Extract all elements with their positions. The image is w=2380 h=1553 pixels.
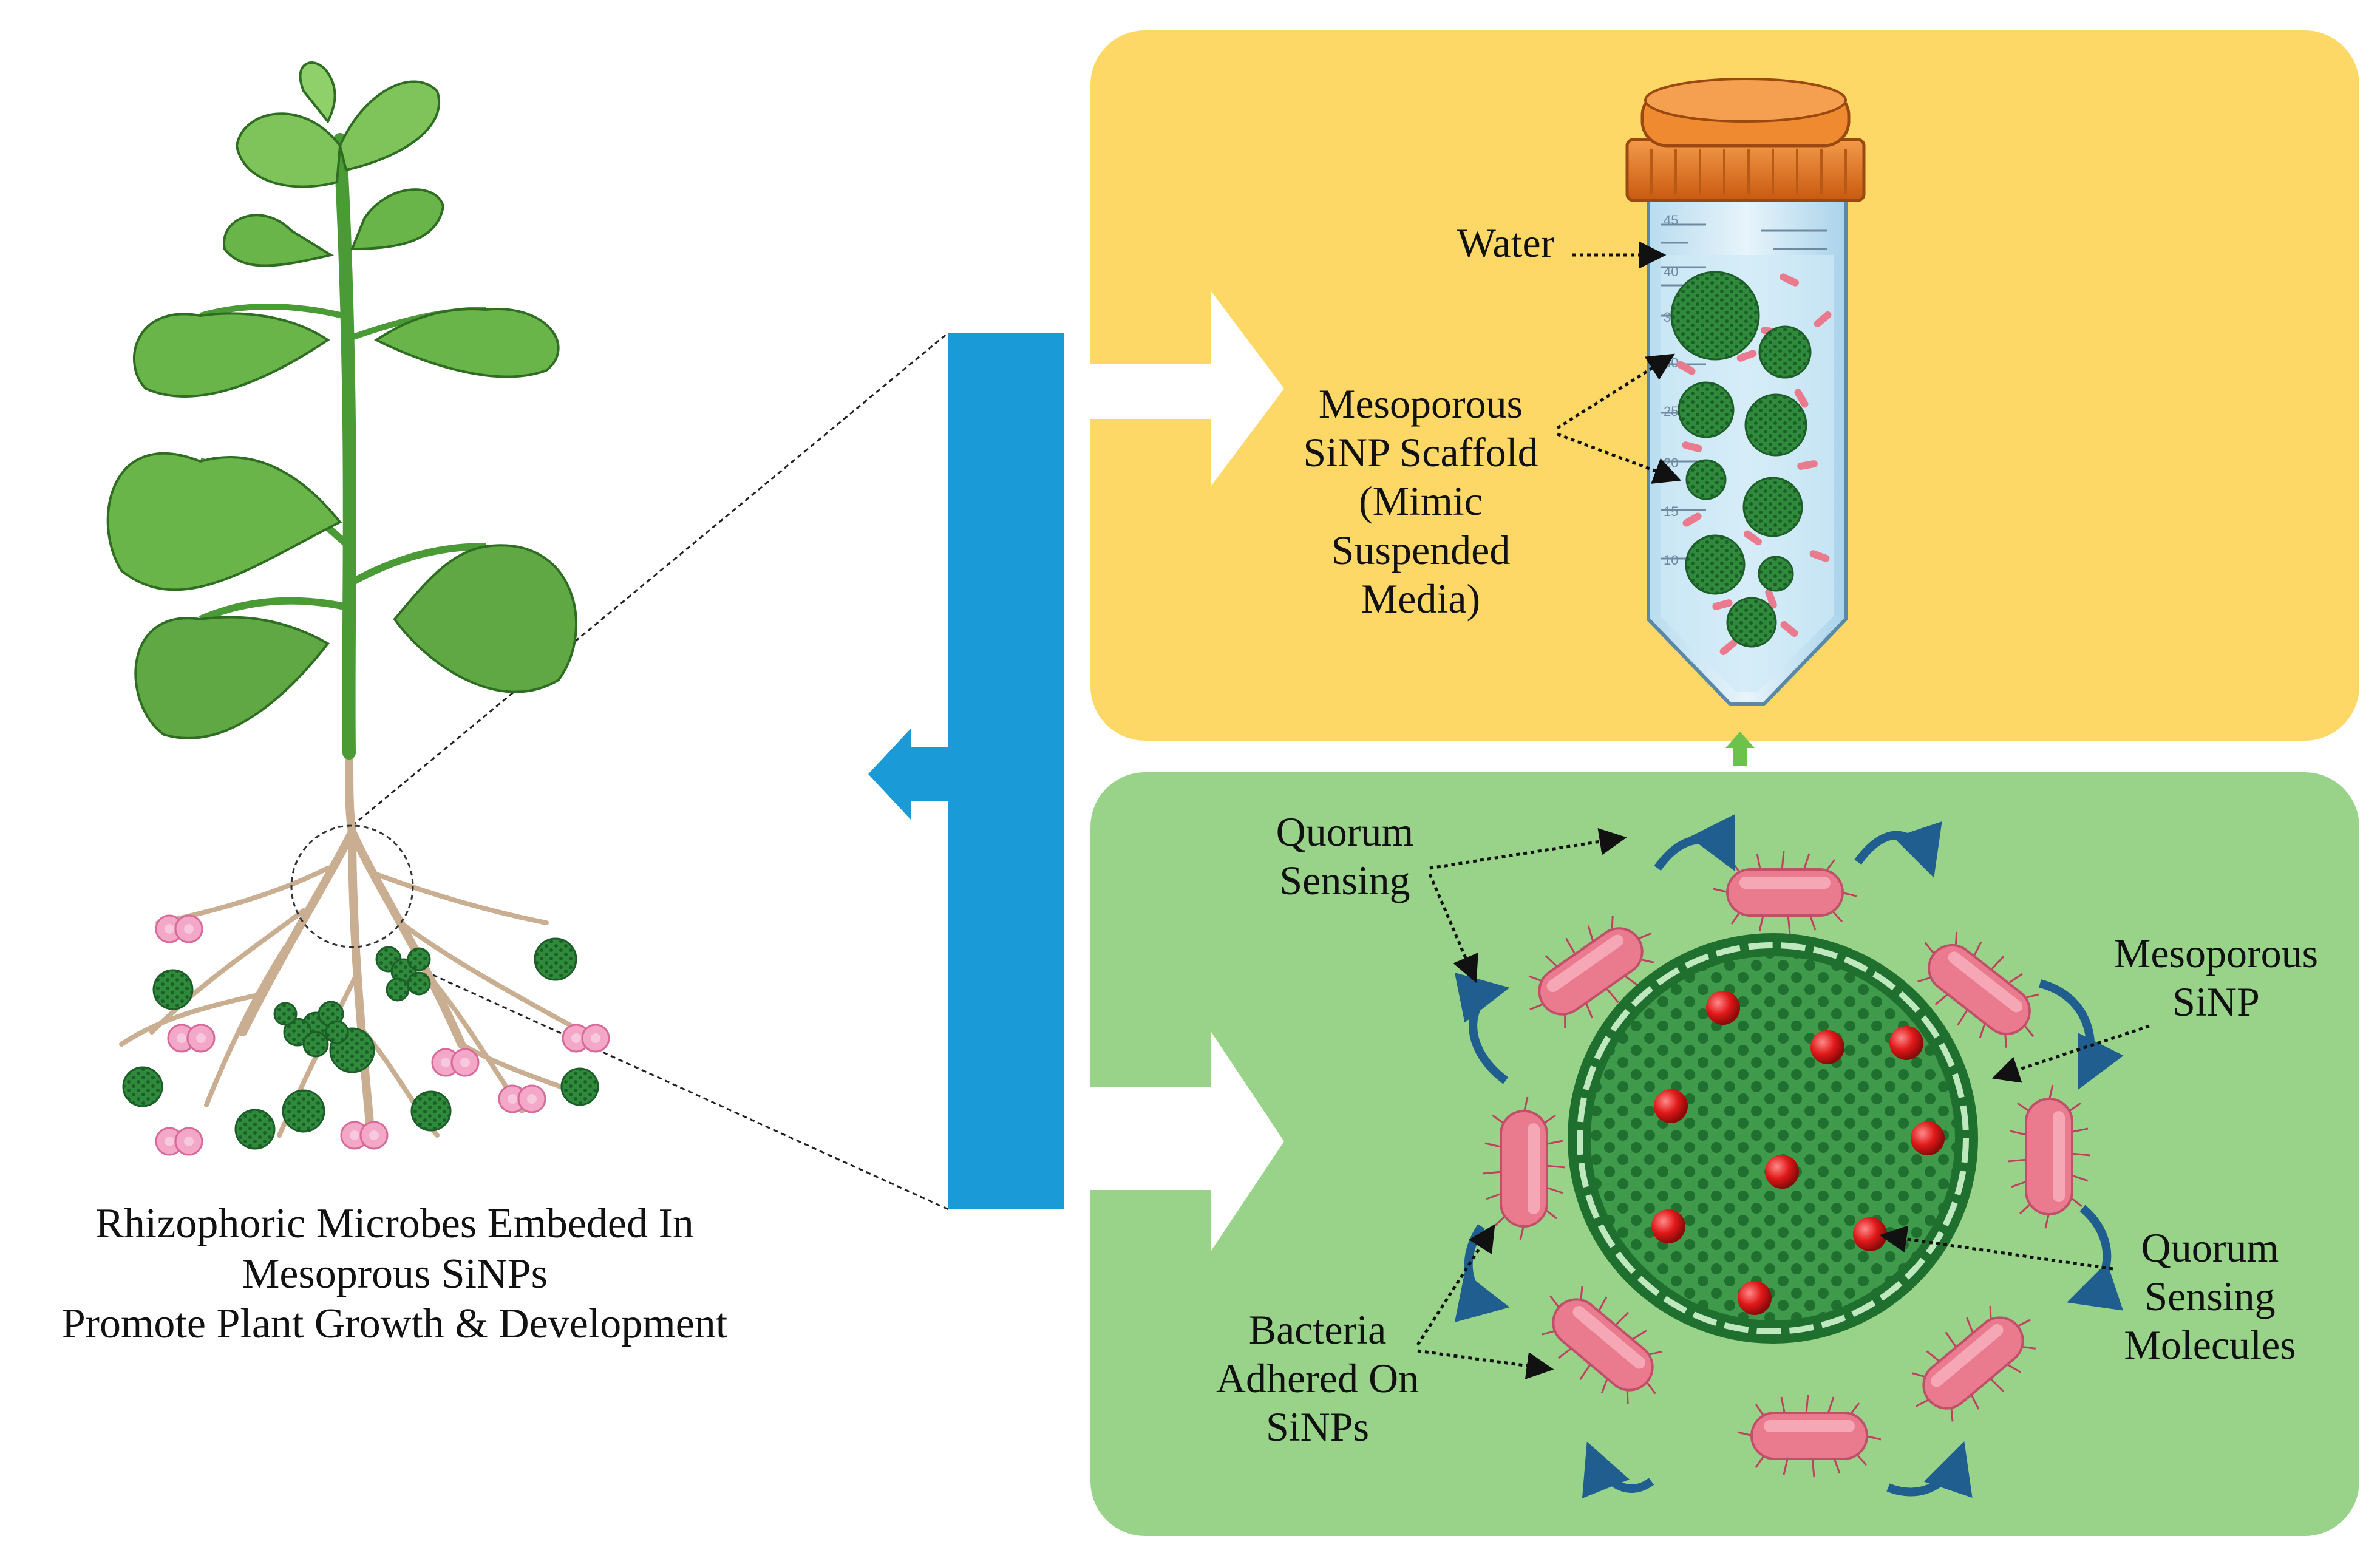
centrifuge-tube: 45 40 35 30 25 20 15 10 [1625, 78, 1866, 706]
green-up-arrow [1725, 732, 1755, 766]
mesoporous-sinp-label: Mesoporous SiNP [2089, 929, 2344, 1026]
caption-line-1: Rhizophoric Microbes Embeded In [95, 1200, 694, 1247]
caption-line-3: Promote Plant Growth & Development [61, 1300, 728, 1348]
scale-tick: 20 [1664, 455, 1678, 471]
water-label-text: Water [1457, 220, 1555, 266]
arrow-into-particle-panel [1069, 1032, 1284, 1251]
scale-tick: 25 [1664, 404, 1678, 419]
bacteria-pointer-1 [1416, 1224, 1495, 1346]
bacteria-label: Bacteria Adhered On SiNPs [1184, 1305, 1451, 1452]
quorum-cycle-arrows [1454, 814, 2124, 1498]
caption-line-2: Mesoprous SiNPs [242, 1250, 548, 1297]
zoom-line-bottom [424, 970, 949, 1211]
scaffold-line-5: Media) [1361, 575, 1481, 622]
scale-tick: 10 [1664, 552, 1678, 568]
scale-tick: 45 [1664, 212, 1678, 228]
bact-line-3: SiNPs [1265, 1404, 1370, 1450]
blue-left-arrow [868, 729, 948, 820]
sinp-pointer [1991, 1024, 2150, 1083]
qs-line-2: Sensing [1279, 857, 1410, 904]
bact-line-2: Adhered On [1216, 1355, 1420, 1402]
qsm-line-3: Molecules [2124, 1322, 2296, 1368]
bacteria-pointer-2 [1417, 1349, 1554, 1379]
connector-bar [948, 333, 1064, 1209]
qs-molecules [1651, 991, 1945, 1315]
qs-pointer-1 [1429, 828, 1627, 870]
scale-tick: 40 [1664, 264, 1678, 279]
qsm-line-2: Sensing [2144, 1273, 2276, 1320]
qs-molecule-pointer [1879, 1225, 2113, 1271]
arrow-into-tube-panel [1069, 291, 1284, 486]
quorum-sensing-label: Quorum Sensing [1251, 807, 1439, 905]
scaffold-label: Mesoporous SiNP Scaffold (Mimic Suspende… [1257, 379, 1585, 623]
scale-tick: 15 [1664, 504, 1678, 519]
scaffold-line-4: Suspended [1331, 526, 1511, 573]
qs-pointer-2 [1428, 874, 1478, 984]
plant-illustration [106, 61, 610, 1156]
qs-line-1: Quorum [1276, 809, 1414, 855]
bact-line-1: Bacteria [1248, 1307, 1387, 1353]
scaffold-pointer-1 [1556, 353, 1675, 430]
plant-caption: Rhizophoric Microbes Embeded In Mesoprou… [0, 1199, 789, 1350]
sinp-line-2: SiNP [2172, 979, 2260, 1025]
scaffold-line-3: (Mimic [1359, 478, 1483, 525]
qs-molecules-label: Quorum Sensing Molecules [2089, 1223, 2331, 1370]
zoom-line-top [352, 331, 949, 827]
water-label: Water [1439, 219, 1572, 267]
qsm-line-1: Quorum [2141, 1225, 2279, 1271]
sinp-line-1: Mesoporous [2113, 930, 2319, 976]
scaffold-line-1: Mesoporous [1318, 381, 1523, 427]
scaffold-line-2: SiNP Scaffold [1303, 429, 1538, 476]
